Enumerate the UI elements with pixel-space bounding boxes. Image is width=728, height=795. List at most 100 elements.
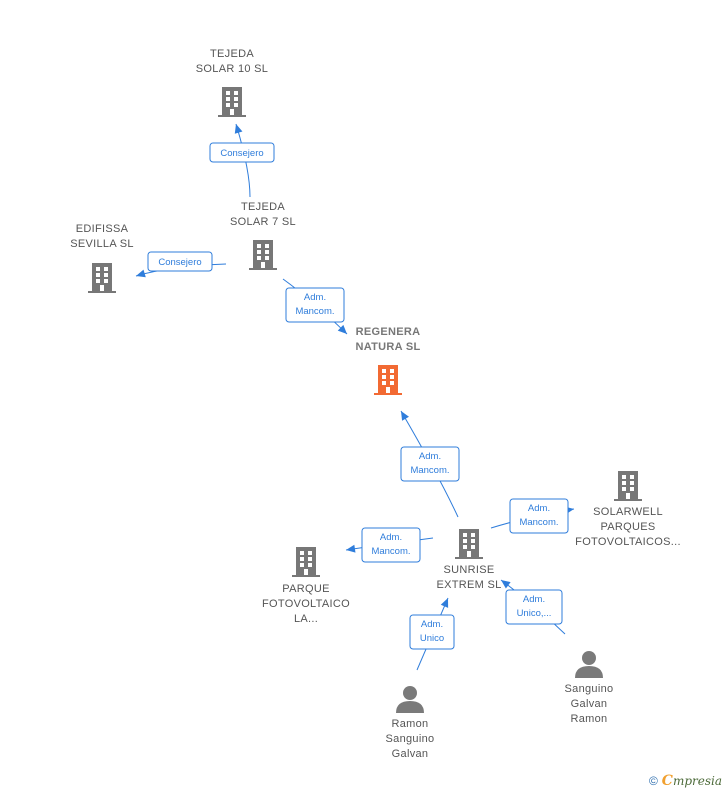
edge-label: Mancom. (371, 546, 410, 557)
edge-label: Mancom. (295, 306, 334, 317)
building-icon (374, 365, 402, 395)
node-parque[interactable]: PARQUEFOTOVOLTAICOLA... (262, 547, 350, 625)
building-window (104, 273, 108, 277)
node-solarwell[interactable]: SOLARWELLPARQUESFOTOVOLTAICOS... (575, 471, 681, 548)
node-label-line: TEJEDA (210, 48, 254, 60)
node-regenera[interactable]: REGENERA NATURA SL (355, 326, 420, 395)
building-door (100, 285, 104, 291)
node-label-line: Galvan (571, 698, 608, 710)
arrow-head-icon (401, 411, 409, 421)
building-window (308, 551, 312, 555)
edge-label-box (400, 446, 460, 482)
building-door (230, 109, 234, 115)
building-door (467, 551, 471, 557)
node-label-line: SOLAR 7 SL (230, 216, 296, 228)
building-window (257, 250, 261, 254)
edge-tejeda7-to-tejeda10[interactable]: Consejero (209, 123, 275, 198)
edge-label-box (285, 287, 345, 323)
building-window (622, 475, 626, 479)
building-window (630, 475, 634, 479)
node-label-line: SUNRISE (444, 564, 495, 576)
node-label-line: REGENERA (356, 326, 421, 338)
person-body (396, 701, 424, 713)
edge-label-box (361, 527, 421, 563)
person-head (403, 686, 417, 700)
node-label-line: TEJEDA (241, 201, 285, 213)
edge-label: Adm. (528, 503, 550, 514)
building-window (265, 250, 269, 254)
edge-label: Mancom. (410, 465, 449, 476)
building-door (386, 387, 390, 393)
node-label-line: LA... (294, 613, 318, 625)
arrow-head-icon (234, 124, 243, 134)
building-window (257, 256, 261, 260)
building-window (257, 244, 261, 248)
building-window (300, 551, 304, 555)
edge-sanguino-to-sunrise[interactable]: Adm.Unico,... (500, 579, 566, 635)
arrow-head-icon (346, 544, 356, 553)
edge-tejeda7-to-edifissa[interactable]: Consejero (135, 251, 227, 278)
person-body (575, 666, 603, 678)
node-tejeda7[interactable]: TEJEDA SOLAR 7 SL (230, 201, 296, 270)
building-window (104, 279, 108, 283)
building-window (226, 97, 230, 101)
edge-sunrise-to-parque[interactable]: Adm. Mancom. (345, 527, 434, 563)
arrow-head-icon (337, 324, 347, 334)
edge-sunrise-to-solarwell[interactable]: Adm.Mancom. (490, 498, 575, 534)
edges-layer: ConsejeroConsejeroAdm.Mancom.Adm.Mancom.… (135, 123, 575, 671)
edge-tejeda7-to-regenera[interactable]: Adm. Mancom. (282, 278, 348, 335)
building-base (88, 291, 116, 293)
edge-label-box (409, 614, 455, 650)
building-icon (614, 471, 642, 501)
edge-label: Adm. (304, 292, 326, 303)
building-window (300, 557, 304, 561)
node-label-line: Sanguino (386, 733, 435, 745)
node-sunrise[interactable]: SUNRISE EXTREM SL (436, 529, 501, 591)
building-window (382, 375, 386, 379)
edge-ramon-to-sunrise[interactable]: Adm. Unico (409, 597, 455, 671)
building-window (382, 381, 386, 385)
brand-logo: Cmpresia (662, 773, 722, 789)
node-label-line: PARQUES (600, 521, 655, 533)
node-label-line: SOLARWELL (593, 506, 663, 518)
arrow-head-icon (440, 598, 449, 608)
building-icon (218, 87, 246, 117)
node-label-line: Ramon (392, 718, 429, 730)
building-window (104, 267, 108, 271)
edge-label: Unico,... (517, 608, 552, 619)
edge-label: Adm. (421, 619, 443, 630)
building-icon (249, 240, 277, 270)
building-window (471, 533, 475, 537)
node-tejeda10[interactable]: TEJEDA SOLAR 10 SL (196, 48, 268, 117)
node-label-line: SOLAR 10 SL (196, 63, 268, 75)
brand-rest: mpresia (672, 774, 722, 788)
building-window (308, 557, 312, 561)
building-base (374, 393, 402, 395)
node-label-line: EDIFISSA (76, 223, 129, 235)
edge-label: Unico (420, 633, 444, 644)
building-window (234, 103, 238, 107)
building-door (626, 493, 630, 499)
building-window (308, 563, 312, 567)
edge-label-box (509, 498, 569, 534)
building-window (382, 369, 386, 373)
edge-label: Adm. (380, 532, 402, 543)
copyright-symbol: © (648, 774, 658, 788)
building-window (390, 369, 394, 373)
footer-brand: © Cmpresia (649, 773, 722, 789)
person-icon (575, 651, 603, 678)
building-window (96, 273, 100, 277)
node-label-line: NATURA SL (355, 341, 420, 353)
edge-label: Adm. (419, 451, 441, 462)
node-label-line: EXTREM SL (436, 579, 501, 591)
edge-label-box (209, 142, 275, 163)
building-window (471, 545, 475, 549)
edge-label: Consejero (158, 257, 201, 268)
edge-sunrise-to-regenera[interactable]: Adm. Mancom. (400, 410, 460, 518)
building-window (96, 267, 100, 271)
arrow-head-icon (501, 580, 511, 589)
